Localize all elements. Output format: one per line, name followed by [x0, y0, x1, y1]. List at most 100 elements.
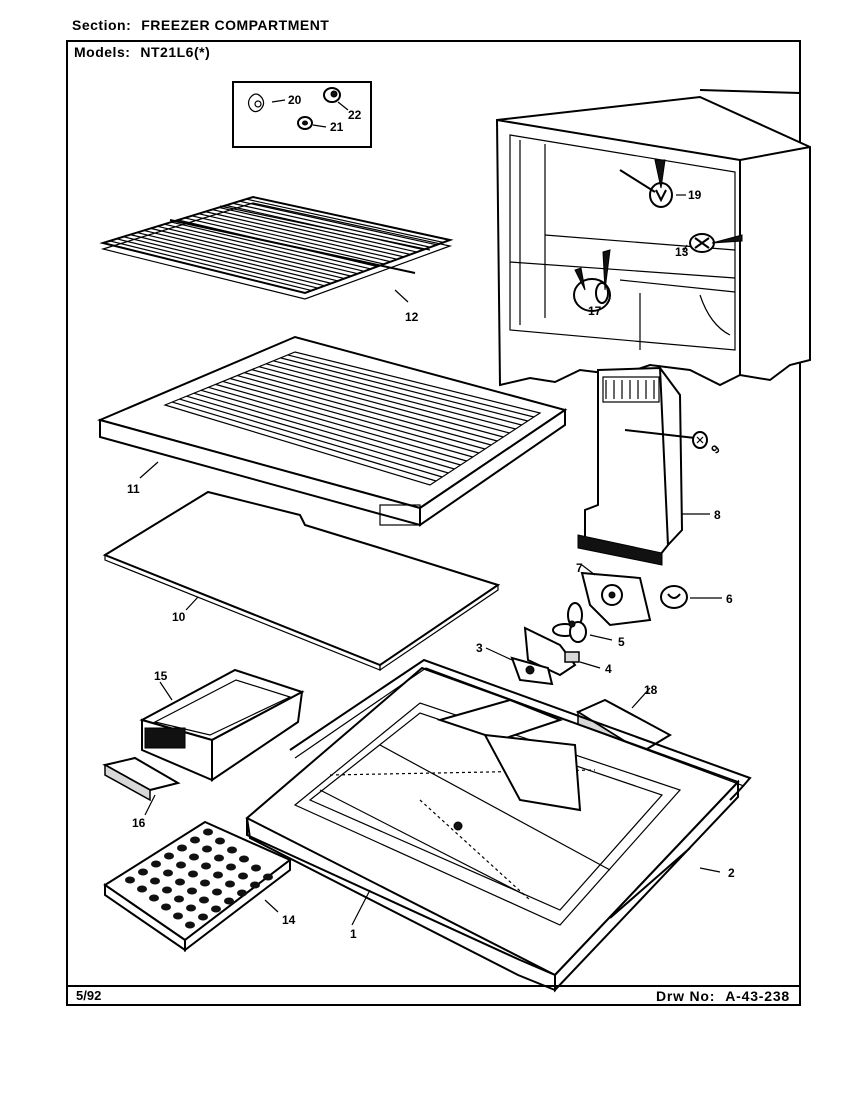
ice-cube-cell: [150, 877, 160, 885]
callout-3: 3: [476, 641, 483, 655]
ice-cube-cell: [250, 881, 260, 889]
drawing-stroke: [193, 392, 455, 470]
models-value: NT21L6(*): [140, 44, 211, 60]
models-label: Models:: [74, 44, 131, 60]
drawing-stroke: [164, 223, 365, 272]
ice-cube-cell: [188, 870, 198, 878]
callout-17: 17: [588, 304, 602, 318]
drawing-label: Drw No:: [655, 988, 716, 1004]
leader-lines: [139, 194, 722, 926]
ice-cube-cell: [224, 897, 234, 905]
drawing-stroke: [184, 217, 385, 265]
part-22-knob: [323, 87, 341, 103]
ice-cube-cell: [163, 869, 173, 877]
drawing-stroke: [205, 211, 404, 258]
part-2-gasket: [289, 658, 752, 919]
drawing-stroke: [109, 240, 312, 292]
callout-22: 22: [348, 108, 362, 122]
callout-5: 5: [618, 635, 625, 649]
section-value: FREEZER COMPARTMENT: [141, 17, 330, 33]
footer-rule: [66, 985, 801, 987]
ice-cube-cell: [186, 904, 196, 912]
drawing-stroke: [150, 227, 352, 277]
part-20-clip: [247, 93, 265, 113]
ice-cube-cell: [198, 913, 208, 921]
drawing-stroke: [191, 215, 391, 263]
part-15-ice-bin: [139, 668, 305, 782]
callout-9: 9: [708, 442, 723, 457]
part-16-bin-handle: [102, 756, 181, 802]
part-19-light-socket: [619, 159, 673, 208]
ice-cube-cell: [161, 903, 171, 911]
drawing-stroke: [218, 206, 418, 253]
drawing-stroke: [157, 225, 358, 275]
drawing-number-block: Drw No: A-43-238: [656, 988, 790, 1004]
drawing-stroke: [273, 360, 522, 426]
hardware-inset: [232, 81, 372, 148]
ice-cube-cell: [263, 873, 273, 881]
ice-cube-cell: [151, 860, 161, 868]
part-8-air-duct: [577, 364, 684, 566]
drawing-stroke: [198, 213, 398, 260]
drawing-stroke: [116, 238, 319, 289]
part-17-control-knob: [573, 249, 611, 312]
drawing-stroke: [208, 386, 467, 462]
part-9-screw: [624, 429, 708, 449]
ice-cube-cell: [176, 861, 186, 869]
callout-2: 2: [728, 866, 735, 880]
ice-cube-cell: [251, 864, 261, 872]
part-10-insulation-pad: [102, 490, 501, 672]
drawing-stroke: [246, 198, 444, 243]
drawing-stroke: [222, 380, 480, 454]
part-4-motor: [523, 626, 580, 677]
drawing-frame: [66, 40, 801, 1006]
drawing-stroke: [143, 229, 345, 280]
ice-cube-cell: [189, 853, 199, 861]
models-heading: Models: NT21L6(*): [74, 44, 210, 60]
ice-cube-cell: [226, 863, 236, 871]
ice-cube-cell: [173, 912, 183, 920]
drawing-stroke: [179, 398, 443, 478]
ice-cube-cell: [238, 872, 248, 880]
ice-cube-cell: [137, 885, 147, 893]
drawing-stroke: [232, 202, 431, 248]
callout-11: 11: [127, 482, 140, 496]
callout-8: 8: [714, 508, 721, 522]
drawing-number: A-43-238: [725, 988, 790, 1004]
callout-18: 18: [644, 683, 658, 697]
callout-20: 20: [288, 93, 302, 107]
part-11-shelf-frame: [96, 335, 568, 527]
callout-6: 6: [726, 592, 733, 606]
drawing-stroke: [200, 389, 461, 466]
callout-13: 13: [675, 245, 689, 259]
ice-cube-cell: [211, 905, 221, 913]
callout-19: 19: [688, 188, 702, 202]
part-6-grommet: [660, 585, 688, 609]
drawing-stroke: [123, 236, 325, 287]
revision-date: 5/92: [76, 988, 102, 1003]
ice-cube-cell: [190, 836, 200, 844]
callout-labels: 11 12 10 15 16 14 1 2 18 8 9 6 7 5 4 3 1…: [127, 93, 735, 941]
drawing-stroke: [237, 374, 492, 446]
callout-16: 16: [132, 816, 146, 830]
drawing-stroke: [280, 357, 528, 422]
part-14-ice-tray: [103, 820, 292, 953]
ice-cube-cell: [125, 876, 135, 884]
ice-cube-cell: [174, 895, 184, 903]
part-3-terminal: [510, 656, 554, 686]
ice-cube-cell: [214, 854, 224, 862]
ice-cube-cell: [149, 894, 159, 902]
drawing-stroke: [171, 221, 372, 270]
ice-cube-cell: [177, 844, 187, 852]
callout-14: 14: [282, 913, 296, 927]
ice-cube-cell: [225, 880, 235, 888]
ice-cube-cell: [201, 862, 211, 870]
part-7-motor-bracket: [580, 571, 652, 627]
drawing-stroke: [244, 372, 498, 442]
callout-15: 15: [154, 669, 168, 683]
ice-cube-cell: [202, 845, 212, 853]
drawing-stroke: [186, 395, 449, 474]
ice-cube-cell: [162, 886, 172, 894]
callout-1: 1: [350, 927, 357, 941]
